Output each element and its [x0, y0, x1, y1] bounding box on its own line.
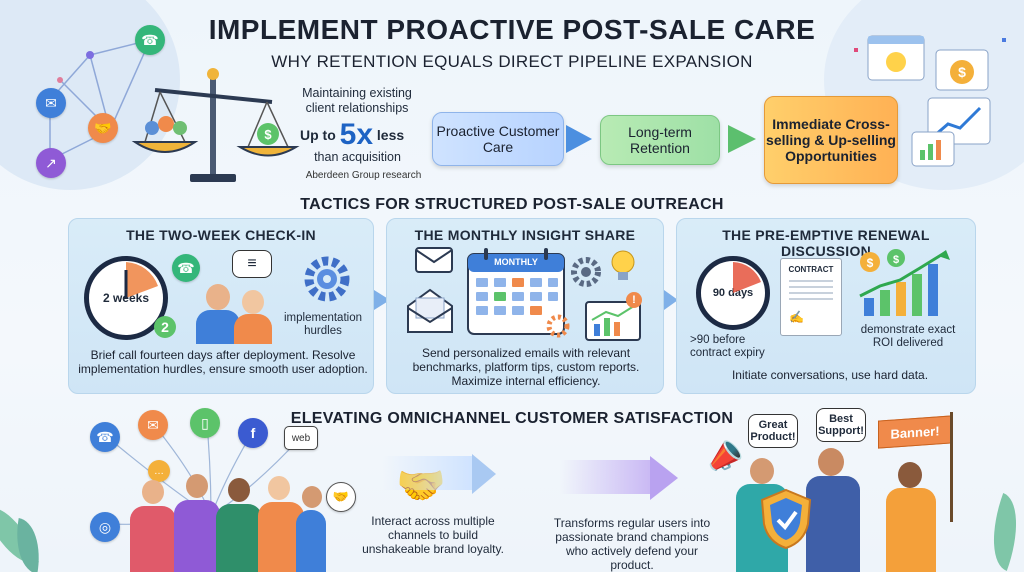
calendar-icon	[467, 248, 565, 335]
bubble-best-support: Best Support!	[816, 408, 866, 442]
growth-cards: $	[854, 35, 1006, 167]
checkin-desc: Brief call fourteen days after deploymen…	[78, 348, 368, 376]
stat-multiplier: Up to 5x less	[300, 118, 404, 152]
chart-up-icon: ↗	[36, 148, 66, 178]
tactic-arrow-2	[664, 290, 678, 310]
stat-line1: Maintaining existing	[302, 86, 412, 100]
stat-than: than acquisition	[314, 150, 401, 164]
web-label: web	[291, 432, 311, 444]
globe-icon: ◎	[90, 512, 120, 542]
insight-title: THE MONTHLY INSIGHT SHARE	[414, 227, 636, 243]
svg-text:$: $	[893, 254, 899, 266]
contract-icon: CONTRACT ✍	[780, 258, 842, 336]
phone-icon: ☎	[172, 254, 200, 282]
stat-less: less	[376, 127, 405, 143]
omni-text-2: Transforms regular users into passionate…	[553, 516, 711, 572]
gear-icon	[304, 256, 350, 302]
omni-arrow-2	[650, 456, 678, 500]
renewal-title: THE PRE-EMPTIVE RENEWAL DISCUSSION	[722, 227, 930, 259]
flow-step-retention: Long-term Retention	[600, 115, 720, 165]
chat-icon: ≡	[232, 250, 272, 278]
flow-arrow-1	[566, 125, 592, 153]
envelope-open-icon	[407, 288, 453, 333]
renewal-desc: Initiate conversations, use hard data.	[731, 368, 929, 382]
omni-text-1: Interact across multiple channels to bui…	[362, 514, 504, 556]
flow-step-care: Proactive Customer Care	[432, 112, 564, 166]
clock-icon: 90 days	[696, 256, 770, 330]
calendar-label: MONTHLY	[494, 257, 538, 267]
scale-icon: $	[131, 68, 300, 182]
stat-line2: client relationships	[305, 101, 409, 115]
checkin-badge: 2	[154, 316, 176, 338]
svg-text:$: $	[264, 127, 272, 142]
web-icon: web	[284, 426, 318, 450]
flow-step-opportunities: Immediate Cross-selling & Up-selling Opp…	[764, 96, 898, 184]
stat-text: Maintaining existing client relationship…	[292, 86, 422, 116]
roi-chart-icon: $ $	[859, 249, 950, 316]
decor-leaf-right	[978, 493, 1024, 571]
banner-pole	[950, 412, 953, 522]
omni-heading: ELEVATING OMNICHANNEL CUSTOMER SATISFACT…	[290, 410, 734, 427]
notification-badge: !	[626, 292, 642, 308]
stat-5x: 5x	[339, 118, 374, 151]
tactics-heading: TACTICS FOR STRUCTURED POST-SALE OUTREAC…	[300, 196, 724, 213]
stat-source: Aberdeen Group research	[305, 170, 422, 181]
envelope-icon	[415, 247, 453, 273]
svg-text:$: $	[958, 64, 966, 80]
bubble-great-product: Great Product!	[748, 414, 798, 448]
flow-arrow-2	[728, 125, 756, 153]
customer-group	[126, 468, 326, 572]
people-meeting	[196, 284, 276, 344]
champion-banner: Banner!	[878, 415, 952, 449]
facebook-label: f	[250, 425, 256, 441]
handshake-small-icon: 🤝	[326, 482, 356, 512]
mobile-icon: ▯	[190, 408, 220, 438]
phone-icon: ☎	[90, 422, 120, 452]
arrow-band-1	[382, 456, 474, 490]
page-subtitle: WHY RETENTION EQUALS DIRECT PIPELINE EXP…	[271, 52, 753, 71]
page-title: Implement Proactive Post-Sale Care	[208, 14, 816, 45]
omni-arrow-1	[472, 454, 496, 494]
gear-icon	[571, 257, 601, 287]
lightbulb-icon	[611, 250, 635, 280]
shield-check-icon	[760, 488, 812, 550]
mail-icon: ✉	[138, 410, 168, 440]
mail-icon: ✉	[36, 88, 66, 118]
contract-label: CONTRACT	[788, 265, 834, 274]
arrow-band-2	[560, 460, 652, 494]
champion-group	[726, 448, 976, 572]
chat-icon: …	[148, 460, 170, 482]
report-chart-icon	[585, 301, 641, 341]
facebook-icon: f	[238, 418, 268, 448]
gear-small-icon	[546, 314, 570, 338]
renewal-before-label: >90 before contract expiry	[690, 334, 765, 359]
checkin-title: THE TWO-WEEK CHECK-IN	[126, 227, 316, 243]
phone-icon: ☎	[135, 25, 165, 55]
handshake-icon: 🤝	[88, 113, 118, 143]
stat-upto: Up to	[300, 127, 336, 143]
hurdles-label: implementation hurdles	[284, 312, 362, 337]
clock-sector	[124, 262, 158, 298]
insight-desc: Send personalized emails with relevant b…	[412, 346, 640, 388]
svg-text:$: $	[867, 256, 874, 270]
clock-sector	[733, 262, 761, 293]
renewal-roi-label: demonstrate exact ROI delivered	[860, 324, 956, 349]
